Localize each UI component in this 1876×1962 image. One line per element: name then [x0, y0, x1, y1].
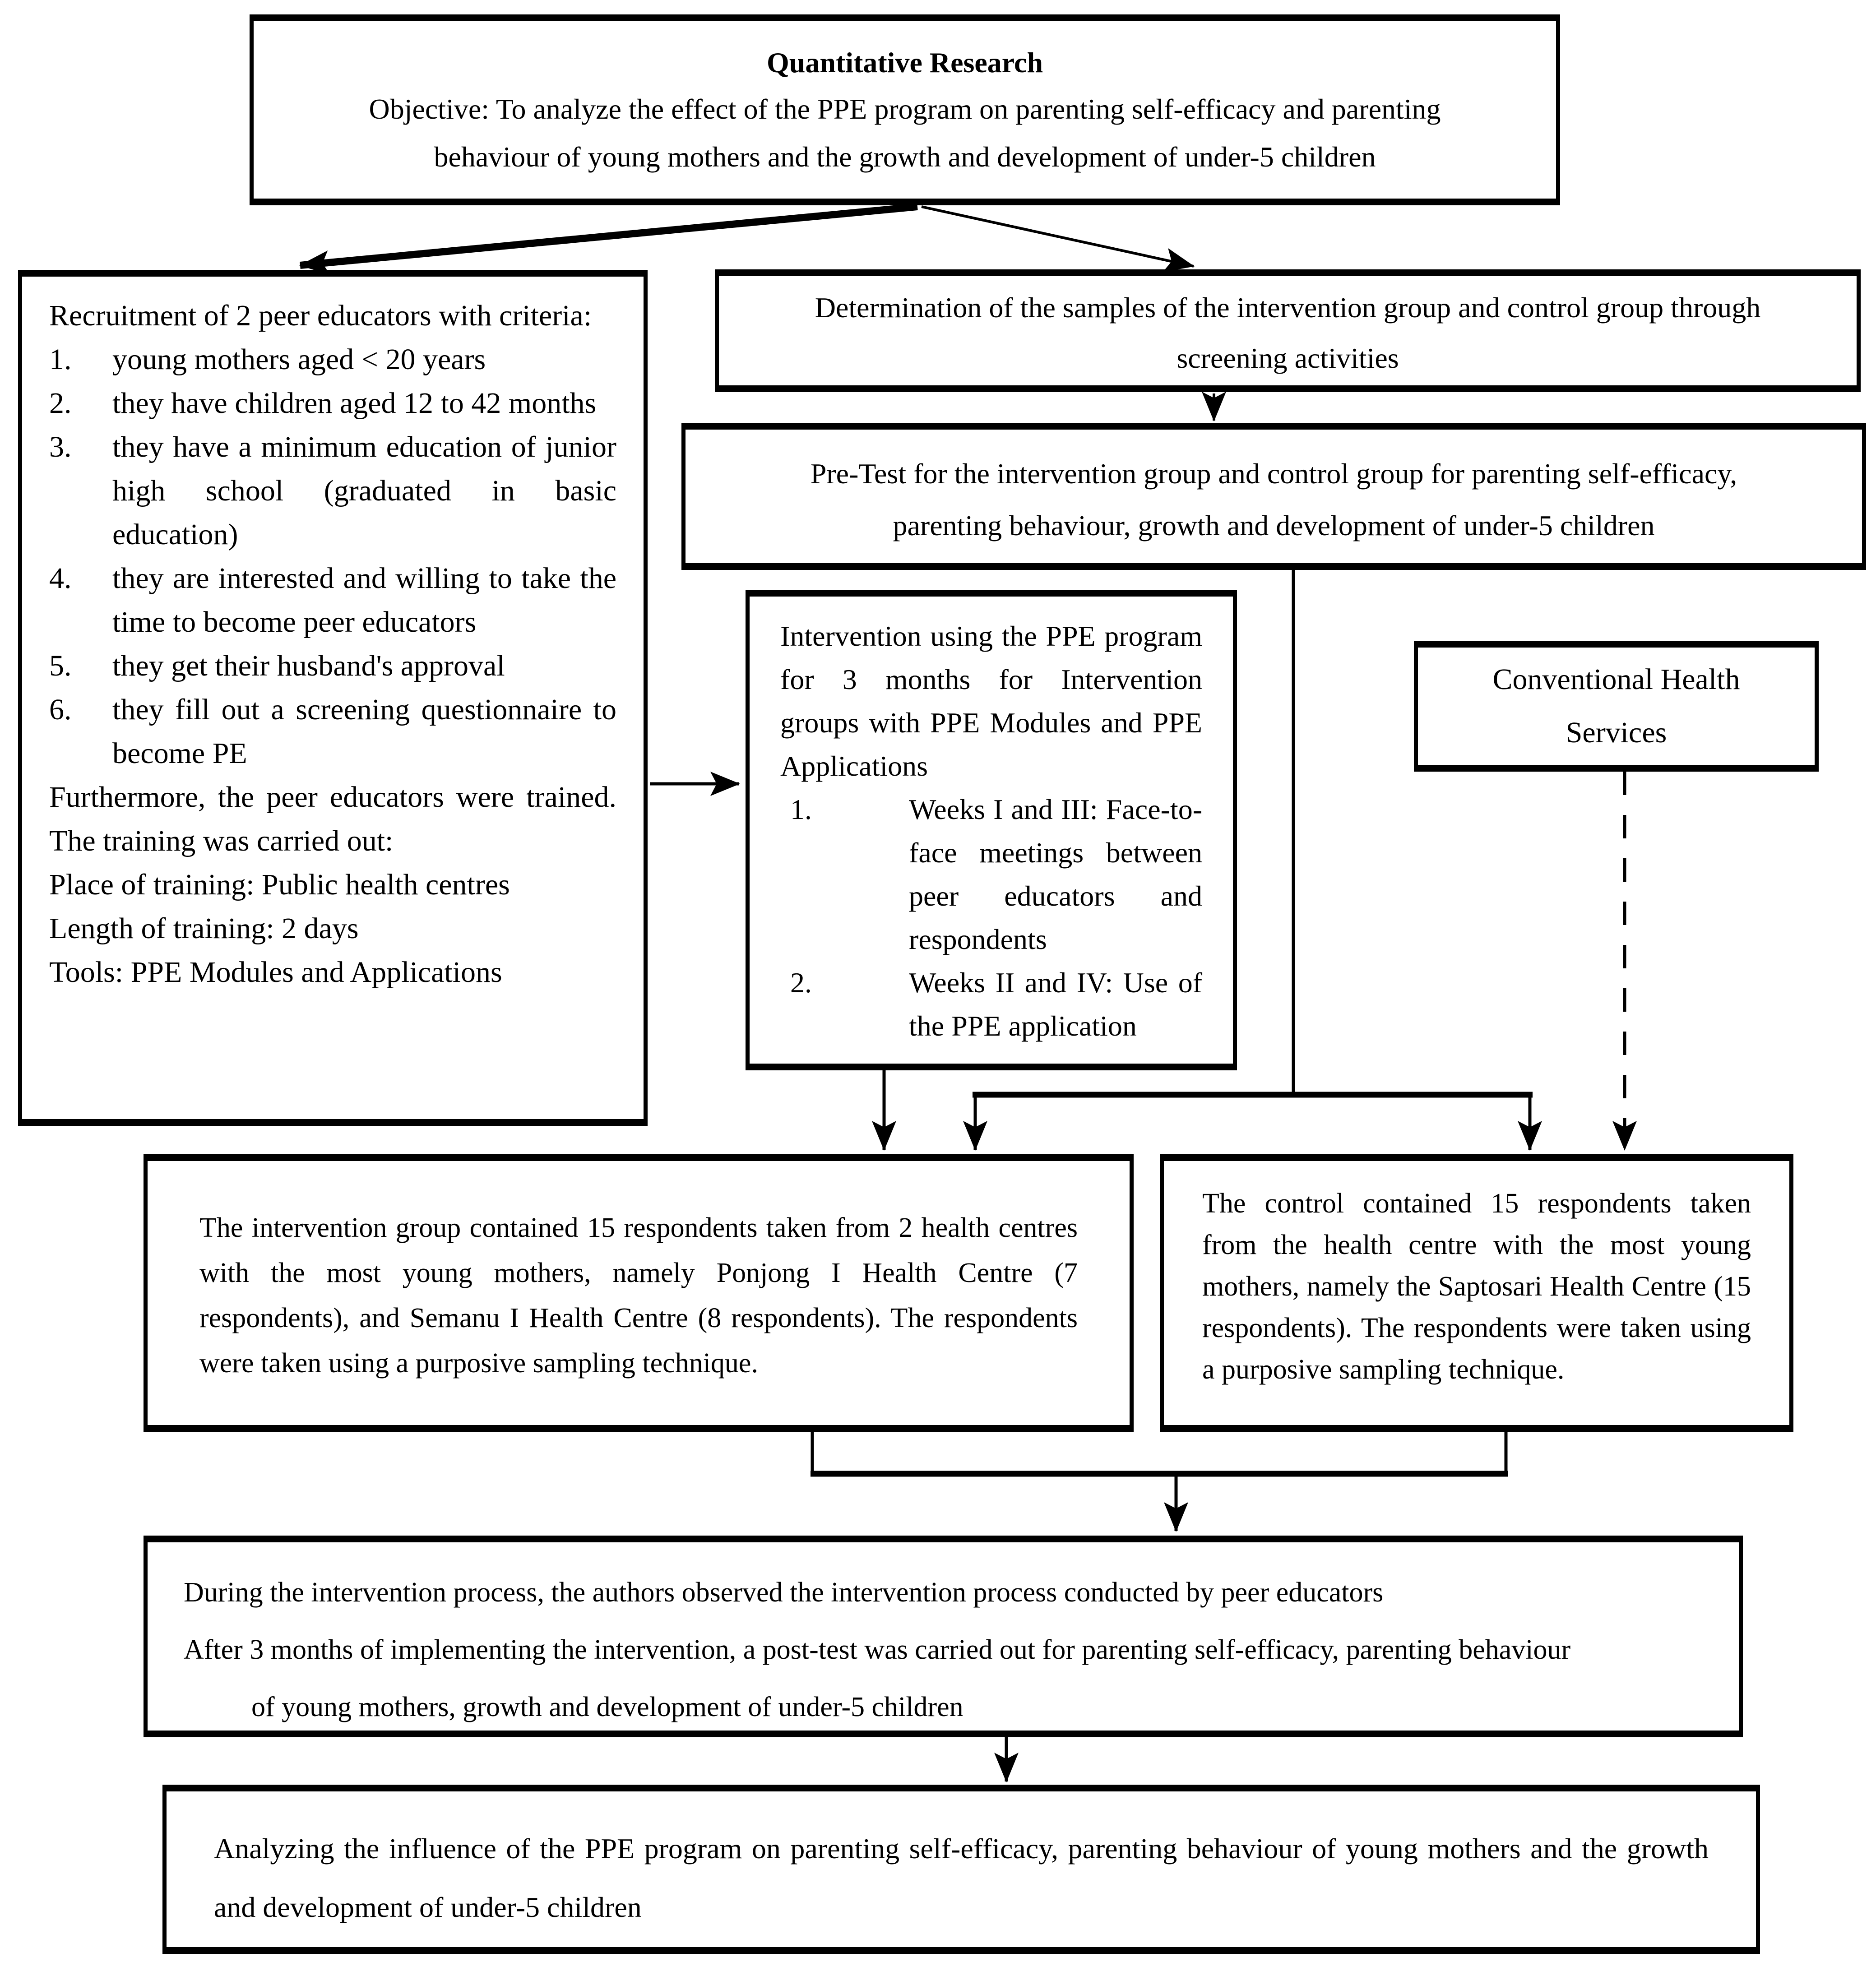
item-number: 1.	[49, 343, 72, 376]
item-number: 3.	[49, 430, 72, 463]
pretest-line-1: Pre-Test for the intervention group and …	[810, 458, 1737, 490]
quantitative-research-title: Quantitative Research	[766, 46, 1043, 79]
item-text: they have a minimum education of junior …	[112, 430, 616, 551]
analysis-text: Analyzing the influence of the PPE progr…	[214, 1832, 1709, 1923]
intervention-item: 2. Weeks II and IV: Use of the PPE appli…	[780, 961, 1202, 1048]
item-text: Weeks II and IV: Use of the PPE applicat…	[909, 967, 1202, 1042]
objective-line-1: Objective: To analyze the effect of the …	[369, 93, 1441, 125]
recruitment-training-note: Furthermore, the peer educators were tra…	[49, 781, 616, 857]
arrow-top-to-recruitment	[299, 203, 918, 275]
pretest-line-2: parenting behaviour, growth and developm…	[893, 509, 1655, 541]
item-text: they have children aged 12 to 42 months	[112, 387, 597, 420]
recruitment-item: 6. they fill out a screening questionnai…	[49, 688, 616, 775]
intervention-group-text: The intervention group contained 15 resp…	[199, 1212, 1078, 1379]
item-text: young mothers aged < 20 years	[112, 343, 486, 376]
recruitment-training-length: Length of training: 2 days	[49, 912, 359, 945]
intervention-group-box: The intervention group contained 15 resp…	[144, 1154, 1134, 1432]
conventional-line-2: Services	[1566, 716, 1667, 749]
recruitment-training-place: Place of training: Public health centres	[49, 868, 510, 901]
item-number: 1.	[790, 793, 812, 825]
recruitment-item: 3. they have a minimum education of juni…	[49, 425, 616, 556]
quantitative-research-box: Quantitative Research Objective: To anal…	[250, 14, 1560, 205]
intervention-intro: Intervention using the PPE program for 3…	[780, 620, 1202, 782]
item-text: they get their husband's approval	[112, 649, 505, 682]
conventional-health-services-box: Conventional Health Services	[1414, 641, 1819, 772]
objective-line-2: behaviour of young mothers and the growt…	[434, 141, 1376, 173]
item-text: they fill out a screening questionnaire …	[112, 693, 616, 770]
analysis-box: Analyzing the influence of the PPE progr…	[162, 1785, 1760, 1954]
recruitment-training-tools: Tools: PPE Modules and Applications	[49, 956, 502, 989]
control-group-box: The control contained 15 respondents tak…	[1160, 1154, 1793, 1432]
intervention-item: 1. Weeks I and III: Face-to-face meeting…	[780, 788, 1202, 961]
recruitment-item: 1. young mothers aged < 20 years	[49, 338, 616, 381]
observation-line-2: After 3 months of implementing the inter…	[184, 1634, 1571, 1665]
determination-line-2: screening activities	[1177, 342, 1399, 374]
item-number: 6.	[49, 693, 72, 726]
recruitment-box: Recruitment of 2 peer educators with cri…	[18, 270, 648, 1126]
observation-line-1: During the intervention process, the aut…	[184, 1577, 1384, 1608]
item-number: 5.	[49, 649, 72, 682]
observation-line-3: of young mothers, growth and development…	[251, 1692, 963, 1722]
conventional-line-1: Conventional Health	[1492, 663, 1740, 696]
item-text: Weeks I and III: Face-to-face meetings b…	[909, 793, 1202, 955]
recruitment-item: 2. they have children aged 12 to 42 mont…	[49, 381, 616, 425]
arrow-top-to-determination	[921, 205, 1195, 272]
recruitment-item: 4. they are interested and willing to ta…	[49, 556, 616, 644]
recruitment-intro: Recruitment of 2 peer educators with cri…	[49, 299, 592, 332]
item-number: 2.	[49, 387, 72, 420]
control-group-text: The control contained 15 respondents tak…	[1202, 1188, 1751, 1385]
determination-line-1: Determination of the samples of the inte…	[815, 292, 1761, 324]
determination-box: Determination of the samples of the inte…	[715, 269, 1861, 392]
item-number: 4.	[49, 562, 72, 595]
recruitment-item: 5. they get their husband's approval	[49, 644, 616, 688]
item-number: 2.	[790, 967, 812, 999]
item-text: they are interested and willing to take …	[112, 562, 616, 639]
intervention-box: Intervention using the PPE program for 3…	[746, 590, 1237, 1070]
pretest-box: Pre-Test for the intervention group and …	[681, 423, 1866, 570]
observation-posttest-box: During the intervention process, the aut…	[144, 1536, 1743, 1737]
